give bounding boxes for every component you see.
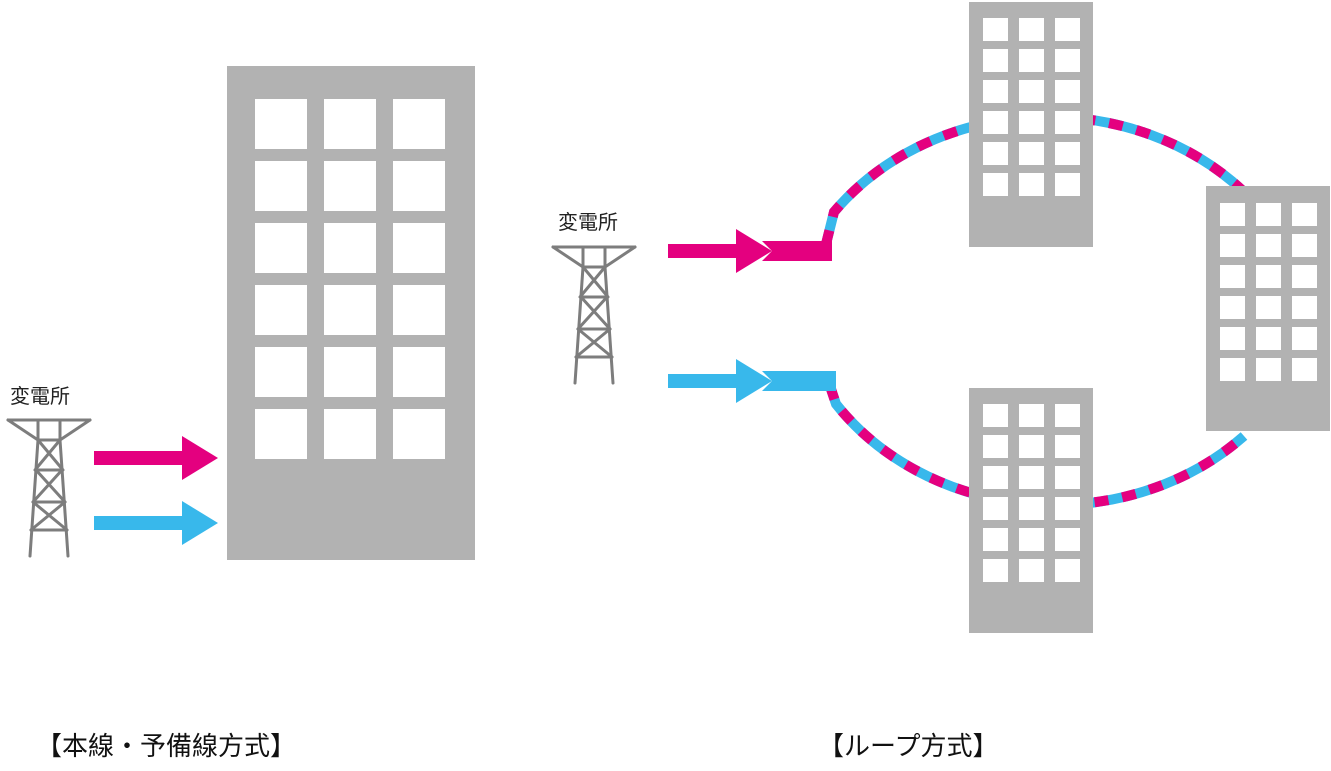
left-panel [6, 66, 475, 560]
building-window [1019, 559, 1044, 582]
substation-label: 変電所 [10, 384, 70, 408]
building-window [1220, 327, 1245, 350]
building-window [393, 161, 445, 211]
building-window [1055, 559, 1080, 582]
building-window [983, 435, 1008, 458]
building-window [983, 111, 1008, 134]
building-window [255, 285, 307, 335]
substation-label: 変電所 [558, 210, 618, 234]
building-window [1220, 296, 1245, 319]
building-window [1292, 327, 1317, 350]
building-window [324, 347, 376, 397]
building-window [255, 223, 307, 273]
building-window [983, 18, 1008, 41]
office-building-icon [969, 388, 1093, 633]
building-window [393, 347, 445, 397]
building-window [1055, 404, 1080, 427]
building-window [1256, 358, 1281, 381]
building-window [255, 99, 307, 149]
building-window [393, 409, 445, 459]
building-window [1055, 111, 1080, 134]
building-window [983, 80, 1008, 103]
building-window [1019, 528, 1044, 551]
building-window [1019, 435, 1044, 458]
building-window [1019, 142, 1044, 165]
building-window [393, 223, 445, 273]
building-window [393, 285, 445, 335]
building-window [1292, 203, 1317, 226]
building-window [1055, 528, 1080, 551]
office-building-icon [227, 66, 475, 560]
building-window [1256, 327, 1281, 350]
building-window [1055, 142, 1080, 165]
building-window [255, 409, 307, 459]
building-window [1292, 358, 1317, 381]
building-window [1220, 203, 1245, 226]
primary-line-arrow [94, 436, 218, 480]
building-window [983, 466, 1008, 489]
right-panel [551, 2, 1330, 633]
building-window [1055, 466, 1080, 489]
transmission-tower-icon [551, 245, 637, 385]
building-window [1220, 265, 1245, 288]
building-window [1019, 466, 1044, 489]
building-window [1019, 497, 1044, 520]
building-window [983, 528, 1008, 551]
building-window [1019, 80, 1044, 103]
office-building-icon [969, 2, 1093, 247]
building-window [1256, 265, 1281, 288]
primary-line-arrow [668, 229, 832, 273]
building-window [983, 142, 1008, 165]
building-window [1019, 111, 1044, 134]
method-caption: 【ループ方式】 [818, 732, 999, 762]
backup-line-arrow [668, 359, 836, 403]
building-window [1292, 296, 1317, 319]
building-window [1055, 80, 1080, 103]
method-caption: 【本線・予備線方式】 [36, 732, 297, 762]
building-window [324, 285, 376, 335]
building-window [1256, 296, 1281, 319]
building-window [1055, 49, 1080, 72]
building-window [983, 497, 1008, 520]
building-window [1019, 49, 1044, 72]
building-window [1055, 497, 1080, 520]
building-window [324, 223, 376, 273]
building-window [983, 404, 1008, 427]
building-window [1292, 265, 1317, 288]
building-window [1292, 234, 1317, 257]
building-window [983, 173, 1008, 196]
building-window [1220, 234, 1245, 257]
building-window [1019, 173, 1044, 196]
building-window [324, 409, 376, 459]
building-window [1055, 435, 1080, 458]
building-window [1019, 18, 1044, 41]
building-window [1256, 234, 1281, 257]
building-window [1220, 358, 1245, 381]
building-window [983, 559, 1008, 582]
transmission-tower-icon [6, 418, 92, 558]
building-window [324, 161, 376, 211]
building-window [255, 161, 307, 211]
building-window [1055, 173, 1080, 196]
building-window [1055, 18, 1080, 41]
office-building-icon [1206, 186, 1330, 431]
building-window [255, 347, 307, 397]
building-window [393, 99, 445, 149]
building-window [1256, 203, 1281, 226]
building-window [983, 49, 1008, 72]
building-window [324, 99, 376, 149]
building-window [1019, 404, 1044, 427]
backup-line-arrow [94, 501, 218, 545]
